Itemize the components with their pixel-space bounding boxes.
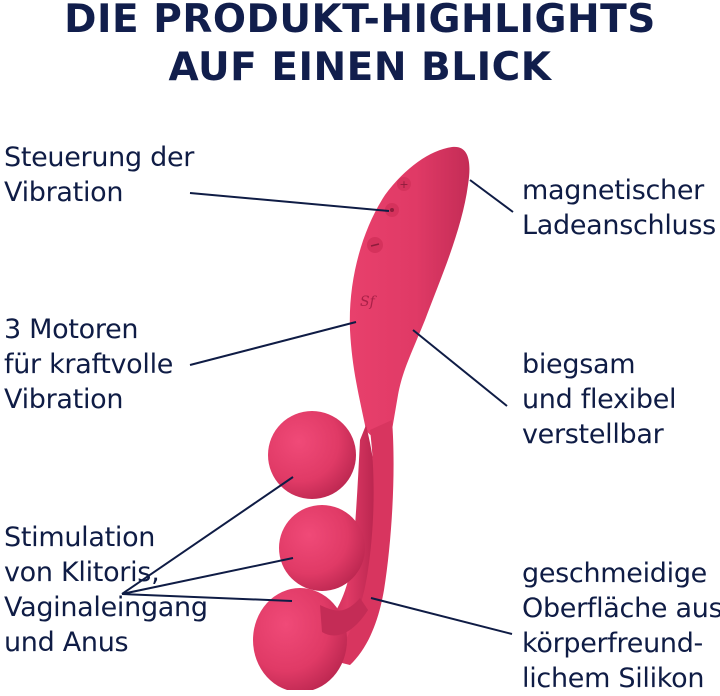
callout-line: Vibration	[4, 177, 124, 208]
callout-line: magnetischer	[522, 175, 704, 206]
leader-flexible	[412, 329, 508, 407]
leader-three-motors	[189, 321, 357, 366]
brand-logo-icon: Sf	[360, 294, 378, 310]
callout-line: lichem Silikon	[522, 663, 705, 694]
minus-button-icon	[367, 237, 383, 253]
callout-line: Stimulation	[4, 522, 156, 553]
callout-line: und Anus	[4, 627, 129, 658]
callout-line: körperfreund-	[522, 628, 703, 659]
leader-stimulation-lower	[121, 593, 293, 602]
page-title-line-1: DIE PRODUKT-HIGHLIGHTS	[64, 0, 656, 42]
leader-stimulation-middle	[121, 557, 294, 595]
callout-silicone-surface: geschmeidige Oberfläche aus körperfreund…	[522, 556, 720, 696]
callout-line: 3 Motoren	[4, 314, 139, 345]
callout-line: und flexibel	[522, 384, 677, 415]
callout-line: Steuerung der	[4, 142, 195, 173]
callout-line: Vaginaleingang	[4, 592, 208, 623]
ball-upper	[268, 411, 356, 499]
leader-vibration-control	[189, 192, 390, 212]
leader-silicone-surface	[370, 597, 513, 635]
leader-magnetic-charging	[469, 179, 514, 213]
callout-magnetic-charging: magnetischer Ladeanschluss	[522, 173, 716, 243]
callout-stimulation: Stimulation von Klitoris, Vaginaleingang…	[4, 520, 208, 660]
power-button-icon	[385, 203, 399, 217]
product-flexible-arm	[318, 425, 377, 656]
ball-lower	[253, 588, 347, 690]
product-main-shaft	[349, 146, 470, 438]
callout-flexible: biegsam und flexibel verstellbar	[522, 347, 677, 452]
callout-three-motors: 3 Motoren für kraftvolle Vibration	[4, 312, 173, 417]
callout-line: geschmeidige	[522, 558, 707, 589]
leader-stimulation-upper	[121, 476, 294, 595]
callout-line: Ladeanschluss	[522, 210, 716, 241]
callout-line: verstellbar	[522, 419, 664, 450]
callout-line: biegsam	[522, 349, 636, 380]
ball-middle	[279, 505, 365, 591]
page-title-line-2: AUF EINEN BLICK	[168, 45, 552, 90]
callout-line: Vibration	[4, 384, 124, 415]
svg-text:+: +	[399, 178, 408, 191]
plus-button-icon: +	[397, 177, 411, 191]
leader-lines	[121, 179, 514, 635]
callout-line: Oberfläche aus	[522, 593, 720, 624]
callout-vibration-control: Steuerung der Vibration	[4, 140, 194, 210]
callout-line: für kraftvolle	[4, 349, 174, 380]
callout-line: von Klitoris,	[4, 557, 160, 588]
